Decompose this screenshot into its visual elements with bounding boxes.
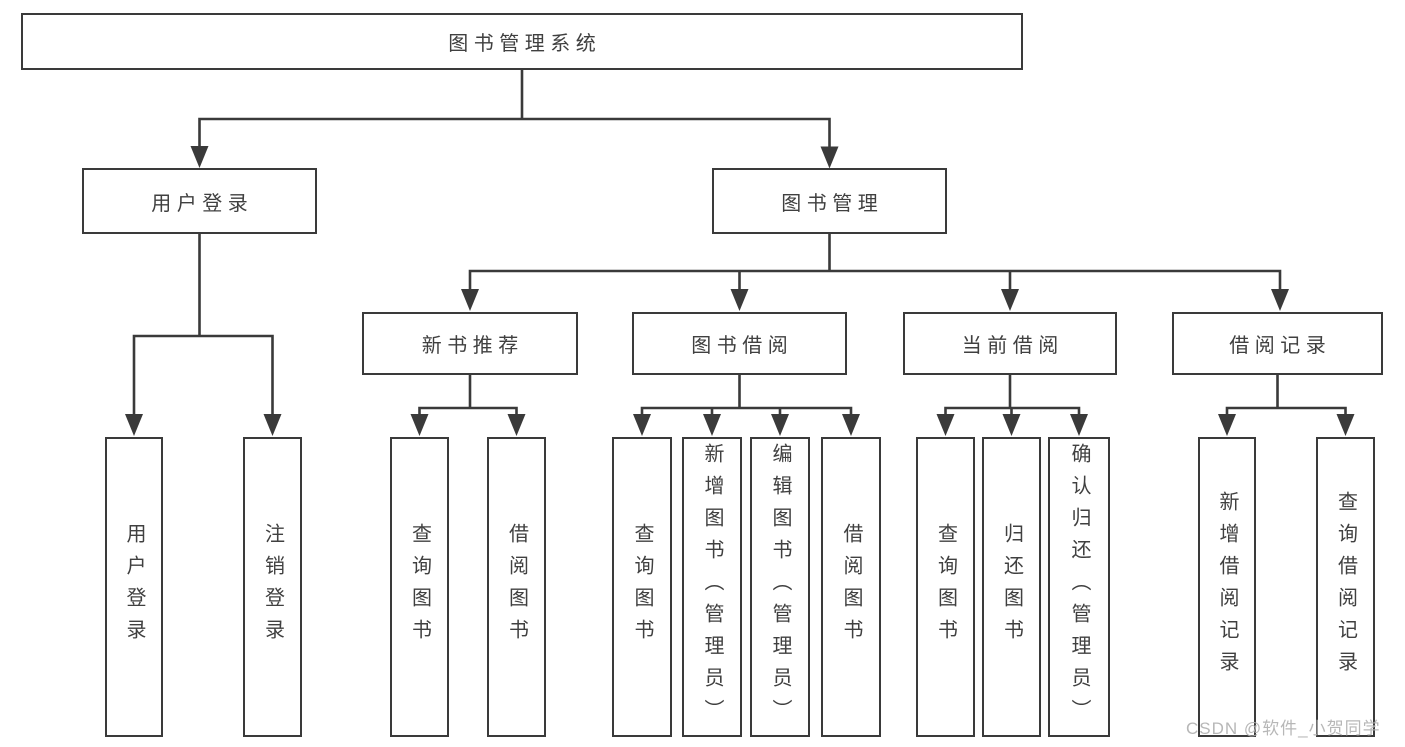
tree-edges bbox=[132, 69, 1347, 418]
arrow-down-icon bbox=[1002, 414, 1021, 436]
arrow-down-icon bbox=[1336, 414, 1355, 436]
leaf-return-books: 归还图书 bbox=[982, 437, 1041, 737]
node-label: 图书管理 bbox=[781, 192, 884, 215]
arrow-down-icon bbox=[125, 414, 143, 436]
node-new-book-recommendation: 新书推荐 bbox=[362, 312, 578, 375]
leaf-logout-login: 注销登录 bbox=[243, 437, 302, 737]
arrow-down-icon bbox=[1070, 414, 1088, 436]
node-label: 图书借阅 bbox=[691, 335, 794, 357]
arrow-down-icon bbox=[507, 414, 526, 436]
node-label: 确认归还（管理员） bbox=[1068, 443, 1090, 731]
arrow-down-icon bbox=[703, 414, 721, 436]
node-label: 新增图书（管理员） bbox=[701, 443, 723, 731]
node-borrowing-records: 借阅记录 bbox=[1172, 312, 1383, 375]
leaf-add-book-admin: 新增图书（管理员） bbox=[682, 437, 742, 737]
node-label: 用户登录 bbox=[151, 192, 254, 215]
arrow-down-icon bbox=[1218, 414, 1236, 436]
node-label: 借阅图书 bbox=[840, 523, 862, 651]
node-label: 图书管理系统 bbox=[448, 33, 602, 55]
leaf-confirm-return-admin: 确认归还（管理员） bbox=[1048, 437, 1110, 737]
node-label: 新增借阅记录 bbox=[1216, 491, 1238, 683]
node-label: 注销登录 bbox=[261, 523, 284, 651]
node-label: 借阅图书 bbox=[505, 523, 528, 651]
node-label: 查询图书 bbox=[408, 523, 431, 651]
arrow-down-icon bbox=[633, 414, 651, 436]
node-library-management-system: 图书管理系统 bbox=[21, 13, 1023, 70]
leaf-query-books-borrowing: 查询图书 bbox=[612, 437, 672, 737]
arrow-down-icon bbox=[190, 146, 209, 168]
node-label: 编辑图书（管理员） bbox=[769, 443, 791, 731]
node-label: 查询图书 bbox=[934, 523, 957, 651]
arrow-down-icon bbox=[730, 289, 749, 311]
node-user-login: 用户登录 bbox=[82, 168, 317, 234]
node-label: 借阅记录 bbox=[1229, 335, 1332, 357]
arrow-down-icon bbox=[461, 289, 479, 311]
node-label: 查询借阅记录 bbox=[1334, 491, 1357, 683]
node-label: 新书推荐 bbox=[421, 335, 524, 357]
leaf-query-books-current: 查询图书 bbox=[916, 437, 975, 737]
leaf-query-books-recommend: 查询图书 bbox=[390, 437, 449, 737]
watermark-text: CSDN @软件_小贺同学 bbox=[1186, 719, 1381, 738]
leaf-user-login: 用户登录 bbox=[105, 437, 163, 737]
arrow-down-icon bbox=[410, 414, 429, 436]
arrow-down-icon bbox=[936, 414, 955, 436]
node-label: 归还图书 bbox=[1000, 523, 1023, 651]
leaf-borrow-books-borrowing: 借阅图书 bbox=[821, 437, 881, 737]
arrow-down-icon bbox=[820, 146, 839, 169]
arrow-down-icon bbox=[771, 414, 789, 436]
arrow-down-icon bbox=[1271, 289, 1289, 311]
arrow-down-icon bbox=[1001, 289, 1019, 311]
leaf-query-borrow-record: 查询借阅记录 bbox=[1316, 437, 1375, 737]
node-label: 当前借阅 bbox=[961, 335, 1064, 357]
node-label: 查询图书 bbox=[631, 523, 653, 651]
node-book-management: 图书管理 bbox=[712, 168, 947, 234]
node-current-borrowing: 当前借阅 bbox=[903, 312, 1117, 375]
leaf-borrow-books-recommend: 借阅图书 bbox=[487, 437, 546, 737]
node-label: 用户登录 bbox=[123, 523, 145, 651]
arrow-down-icon bbox=[263, 414, 282, 436]
leaf-edit-book-admin: 编辑图书（管理员） bbox=[750, 437, 810, 737]
leaf-add-borrow-record: 新增借阅记录 bbox=[1198, 437, 1256, 737]
node-book-borrowing: 图书借阅 bbox=[632, 312, 847, 375]
arrow-down-icon bbox=[842, 414, 860, 436]
